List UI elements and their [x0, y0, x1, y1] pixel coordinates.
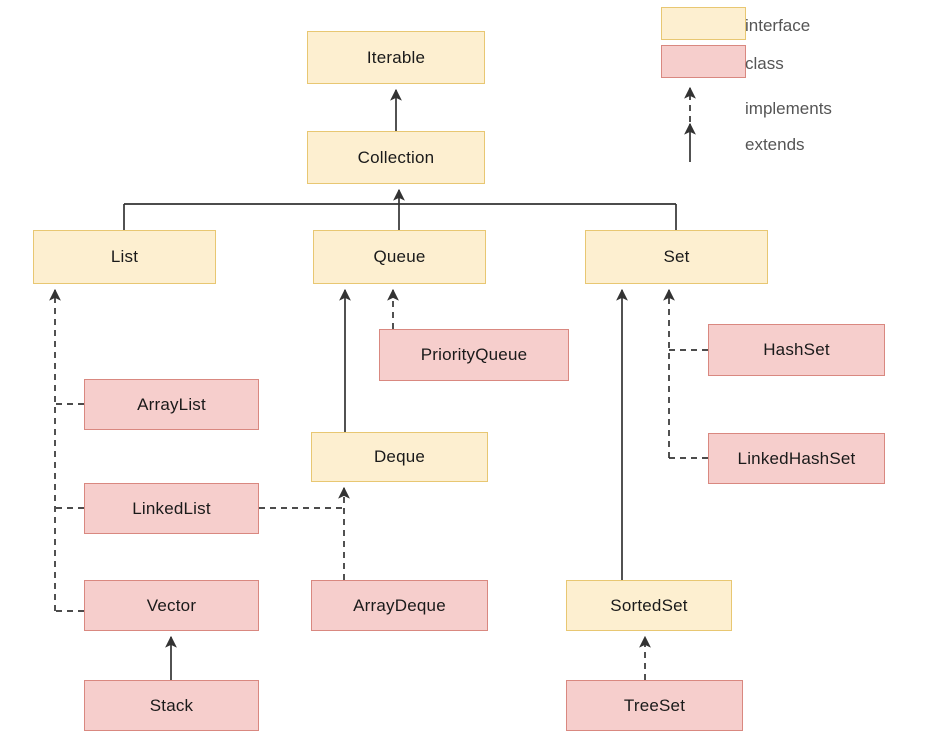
- node-linkedhashset[interactable]: LinkedHashSet: [708, 433, 885, 484]
- node-label: ArrayList: [137, 394, 206, 414]
- node-set[interactable]: Set: [585, 230, 768, 284]
- node-label: Collection: [357, 147, 435, 167]
- node-label: LinkedHashSet: [737, 448, 856, 468]
- legend-swatch-class: [661, 45, 746, 78]
- node-list[interactable]: List: [33, 230, 216, 284]
- node-collection[interactable]: Collection: [307, 131, 485, 184]
- node-label: PriorityQueue: [420, 345, 528, 364]
- node-hashset[interactable]: HashSet: [708, 324, 885, 376]
- node-sortedset[interactable]: SortedSet: [566, 580, 732, 631]
- node-label: Deque: [373, 447, 426, 466]
- node-deque[interactable]: Deque: [311, 432, 488, 482]
- legend-swatch-interface: [661, 7, 746, 40]
- node-label: Stack: [149, 695, 194, 715]
- node-label: LinkedList: [132, 498, 211, 518]
- node-vector[interactable]: Vector: [84, 580, 259, 631]
- node-iterable[interactable]: Iterable: [307, 31, 485, 84]
- node-label: HashSet: [763, 340, 830, 359]
- node-priorityqueue[interactable]: PriorityQueue: [379, 329, 569, 381]
- node-queue[interactable]: Queue: [313, 230, 486, 284]
- node-treeset[interactable]: TreeSet: [566, 680, 743, 731]
- node-linkedlist[interactable]: LinkedList: [84, 483, 259, 534]
- node-label: Vector: [146, 595, 197, 615]
- node-arraydeque[interactable]: ArrayDeque: [311, 580, 488, 631]
- node-label: List: [110, 247, 139, 266]
- legend-label-interface: interface: [745, 16, 811, 35]
- node-label: Set: [663, 247, 690, 266]
- node-label: TreeSet: [623, 695, 686, 715]
- node-label: Iterable: [366, 47, 426, 67]
- node-arraylist[interactable]: ArrayList: [84, 379, 259, 430]
- legend-label-extends: extends: [745, 135, 805, 154]
- node-label: ArrayDeque: [353, 595, 446, 615]
- node-stack[interactable]: Stack: [84, 680, 259, 731]
- node-label: SortedSet: [610, 595, 688, 615]
- legend-label-implements: implements: [745, 99, 832, 118]
- legend-label-class: class: [745, 54, 784, 73]
- node-label: Queue: [373, 247, 426, 266]
